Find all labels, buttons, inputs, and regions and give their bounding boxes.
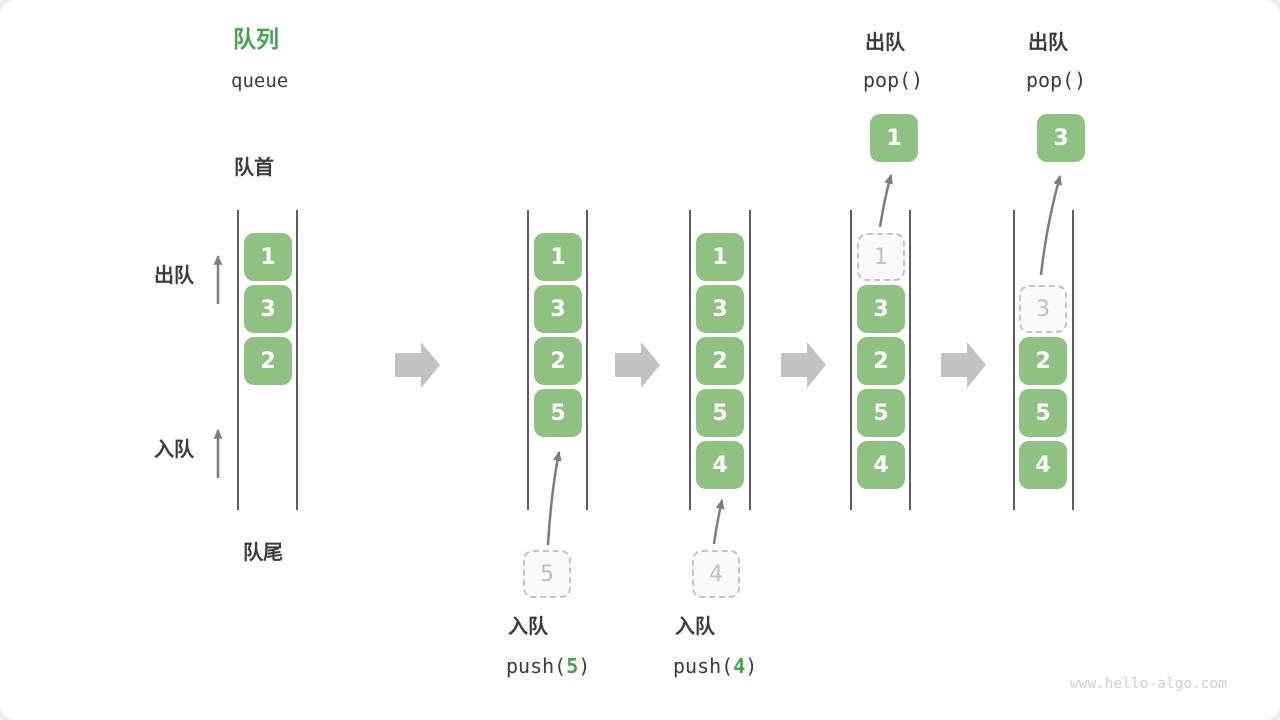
queue-wall	[749, 210, 751, 510]
popped-item: 1	[870, 114, 918, 162]
op-pop1-code: pop()	[863, 68, 924, 92]
queue-wall	[1013, 210, 1015, 510]
queue-wall	[527, 210, 529, 510]
queue-item: 2	[1019, 337, 1067, 385]
queue-wall	[237, 210, 239, 510]
op-code-close: )	[745, 654, 758, 678]
queue-wall	[586, 210, 588, 510]
op-pop2-code: pop()	[1026, 68, 1087, 92]
removed-item-ghost: 1	[857, 233, 905, 281]
queue-wall	[296, 210, 298, 510]
step-arrow-icon	[615, 342, 660, 388]
queue-item: 5	[696, 389, 744, 437]
queue-item: 2	[244, 337, 292, 385]
diagram-title-en: queue	[231, 70, 289, 92]
queue-item: 3	[534, 285, 582, 333]
op-pop1-label: 出队	[865, 32, 905, 54]
queue-item: 1	[244, 233, 292, 281]
step-arrow-icon	[781, 342, 826, 388]
op-code-fn: push(	[506, 654, 567, 678]
label-dequeue-direction: 出队	[154, 265, 194, 287]
incoming-item-ghost: 5	[523, 550, 571, 598]
op-code-arg: 4	[733, 654, 746, 678]
queue-item: 4	[857, 441, 905, 489]
watermark: www.hello-algo.com	[1069, 676, 1227, 692]
op-push5-label: 入队	[508, 616, 548, 638]
queue-item: 3	[244, 285, 292, 333]
queue-item: 2	[857, 337, 905, 385]
queue-item: 5	[1019, 389, 1067, 437]
op-code-close: )	[578, 654, 591, 678]
label-enqueue-direction: 入队	[154, 439, 194, 461]
op-code-fn: push(	[673, 654, 734, 678]
queue-item: 1	[534, 233, 582, 281]
queue-item: 5	[857, 389, 905, 437]
label-queue-front: 队首	[234, 157, 274, 179]
pop1-arrow-icon	[878, 173, 893, 228]
step-arrow-icon	[395, 342, 440, 388]
popped-item: 3	[1037, 114, 1085, 162]
queue-wall	[909, 210, 911, 510]
queue-item: 4	[1019, 441, 1067, 489]
queue-item: 1	[696, 233, 744, 281]
op-pop2-label: 出队	[1028, 32, 1068, 54]
step-arrow-icon	[941, 342, 986, 388]
removed-item-ghost: 3	[1019, 285, 1067, 333]
incoming-item-ghost: 4	[692, 550, 740, 598]
queue-item: 2	[696, 337, 744, 385]
queue-item: 4	[696, 441, 744, 489]
pop2-arrow-icon	[1039, 174, 1062, 276]
queue-item: 5	[534, 389, 582, 437]
op-push4-label: 入队	[675, 616, 715, 638]
queue-wall	[689, 210, 691, 510]
queue-wall	[1072, 210, 1074, 510]
queue-item: 3	[857, 285, 905, 333]
op-push5-code: push(5)	[506, 656, 590, 676]
queue-item: 3	[696, 285, 744, 333]
push5-arrow-icon	[546, 450, 562, 546]
queue-item: 2	[534, 337, 582, 385]
diagram-title-zh: 队列	[233, 26, 279, 52]
op-push4-code: push(4)	[673, 656, 757, 676]
push4-arrow-icon	[712, 498, 725, 545]
op-code-arg: 5	[566, 654, 579, 678]
label-queue-rear: 队尾	[243, 542, 283, 564]
queue-wall	[850, 210, 852, 510]
